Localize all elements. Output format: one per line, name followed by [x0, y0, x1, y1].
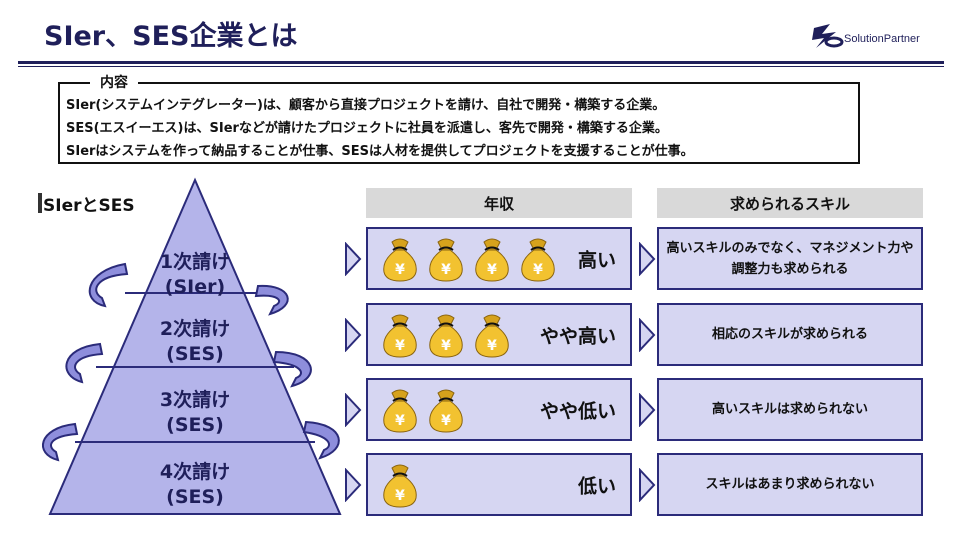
section-title: SIerとSES	[43, 196, 135, 216]
skill-cell: 相応のスキルが求められる	[657, 303, 923, 366]
money-bag-icon: ¥	[424, 312, 468, 362]
section-marker	[38, 193, 42, 213]
summary-line: SIer(システムインテグレーター)は、顧客から直接プロジェクトを請け、自社で開…	[66, 98, 666, 113]
pyramid-tier-1: 1次請け (SIer)	[130, 250, 260, 300]
money-bag-icon: ¥	[378, 236, 422, 286]
svg-text:¥: ¥	[533, 262, 543, 278]
curved-arrow-icon	[41, 422, 79, 462]
tier-type: (SES)	[166, 414, 224, 436]
summary-line: SES(エスイーエス)は、SIerなどが請けたプロジェクトに社員を派遣し、客先で…	[66, 121, 668, 136]
curved-arrow-icon	[88, 262, 129, 308]
money-bag-icon: ¥	[424, 387, 468, 437]
svg-text:¥: ¥	[395, 413, 405, 429]
money-bag-icon: ¥	[378, 312, 422, 362]
money-bag-icon: ¥	[470, 312, 514, 362]
income-cell: ¥ ¥ ¥ ¥ 高い	[366, 227, 632, 290]
tier-type: (SES)	[166, 486, 224, 508]
summary-label: 内容	[90, 72, 138, 92]
tier-type: (SIer)	[164, 276, 226, 298]
svg-text:¥: ¥	[395, 338, 405, 354]
svg-text:¥: ¥	[441, 338, 451, 354]
income-level: やや高い	[539, 325, 616, 347]
svg-text:¥: ¥	[441, 262, 451, 278]
triangle-arrow-icon	[344, 467, 362, 506]
sp-logo-icon	[812, 24, 844, 48]
svg-text:¥: ¥	[395, 488, 405, 504]
triangle-arrow-icon	[638, 317, 656, 356]
money-bag-icon: ¥	[424, 236, 468, 286]
page-title: SIer、SES企業とは	[44, 21, 298, 52]
income-level: 低い	[577, 475, 616, 497]
company-logo: SolutionPartner	[810, 20, 946, 54]
triangle-arrow-icon	[638, 392, 656, 431]
header-rule	[18, 61, 944, 64]
pyramid-tier-4: 4次請け (SES)	[130, 460, 260, 510]
summary-box: SIer(システムインテグレーター)は、顧客から直接プロジェクトを請け、自社で開…	[58, 82, 860, 164]
income-column-header: 年収	[366, 188, 632, 218]
money-bag-icon: ¥	[378, 462, 422, 512]
curved-arrow-icon	[302, 420, 340, 460]
skill-cell: 高いスキルのみでなく、マネジメント力や調整力も求められる	[657, 227, 923, 290]
income-level: 高い	[577, 249, 616, 271]
money-bag-icon: ¥	[470, 236, 514, 286]
triangle-arrow-icon	[638, 467, 656, 506]
triangle-arrow-icon	[638, 241, 656, 280]
pyramid-tier-2: 2次請け (SES)	[130, 317, 260, 367]
svg-text:¥: ¥	[487, 338, 497, 354]
pyramid-tier-3: 3次請け (SES)	[130, 388, 260, 438]
money-bag-icon: ¥	[516, 236, 560, 286]
tier-label: 4次請け	[159, 461, 231, 483]
skill-cell: 高いスキルは求められない	[657, 378, 923, 441]
triangle-arrow-icon	[344, 317, 362, 356]
svg-text:¥: ¥	[441, 413, 451, 429]
tier-label: 2次請け	[159, 318, 231, 340]
header-rule-thin	[18, 66, 944, 67]
income-cell: ¥ ¥ やや低い	[366, 378, 632, 441]
income-level: やや低い	[539, 400, 616, 422]
skill-cell: スキルはあまり求められない	[657, 453, 923, 516]
income-cell: ¥ 低い	[366, 453, 632, 516]
svg-text:¥: ¥	[395, 262, 405, 278]
skill-column-header: 求められるスキル	[657, 188, 923, 218]
money-bag-icon: ¥	[378, 387, 422, 437]
tier-label: 1次請け	[159, 251, 231, 273]
summary-line: SIerはシステムを作って納品することが仕事、SESは人材を提供してプロジェクト…	[66, 144, 694, 159]
logo-text: SolutionPartner	[844, 33, 920, 45]
curved-arrow-icon	[272, 350, 312, 388]
tier-type: (SES)	[166, 343, 224, 365]
pyramid-diagram	[41, 177, 342, 515]
pyramid-shape	[48, 177, 342, 515]
curved-arrow-icon	[65, 342, 104, 384]
triangle-arrow-icon	[344, 392, 362, 431]
curved-arrow-icon	[254, 284, 289, 316]
tier-label: 3次請け	[159, 389, 231, 411]
svg-text:¥: ¥	[487, 262, 497, 278]
triangle-arrow-icon	[344, 241, 362, 280]
income-cell: ¥ ¥ ¥ やや高い	[366, 303, 632, 366]
